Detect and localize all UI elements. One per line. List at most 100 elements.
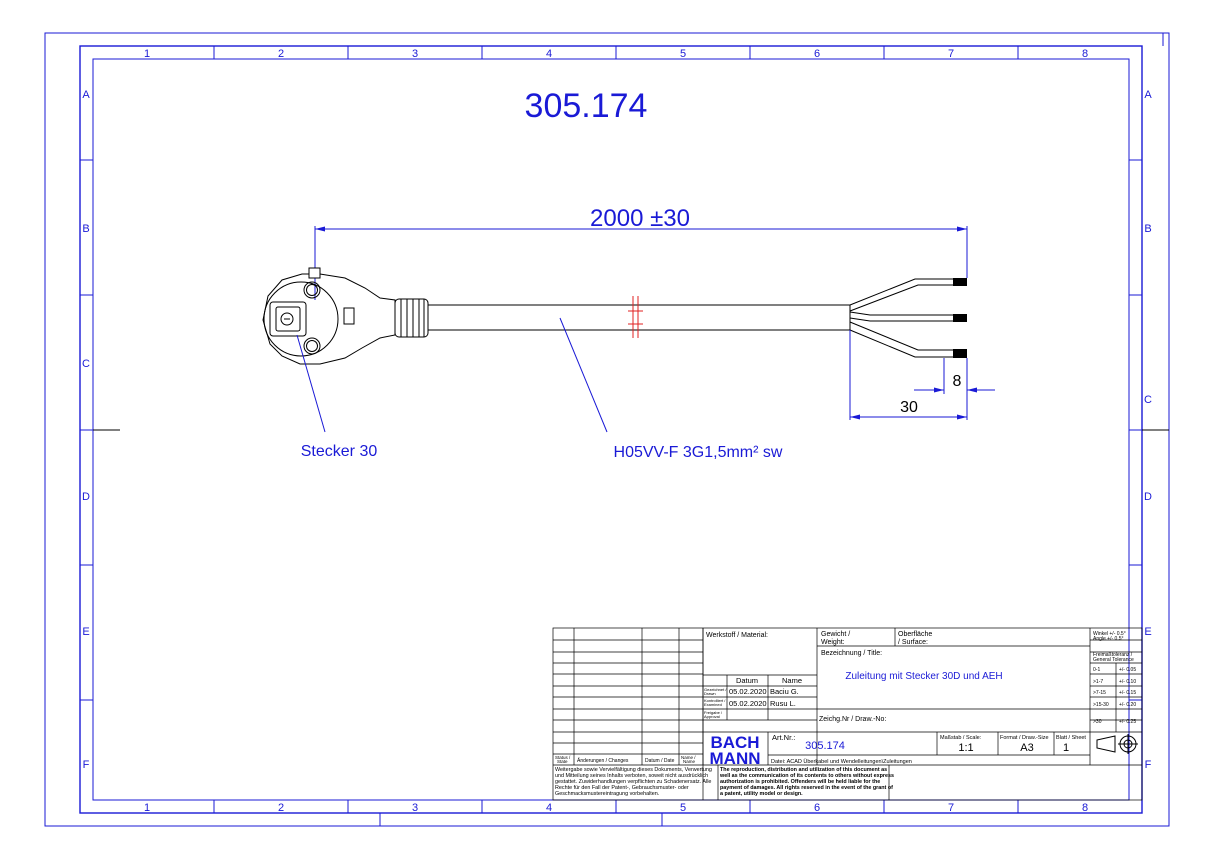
col-label: 2	[278, 802, 284, 814]
name-header: Name	[782, 676, 802, 685]
projection-symbol-icon	[1096, 734, 1138, 754]
status-label-2: State	[557, 759, 568, 764]
tolerance-value: +/- 0.15	[1119, 690, 1136, 696]
strip-length-label: 8	[953, 373, 962, 390]
name-col-label-1: Name /	[681, 755, 696, 760]
row-label: D	[1144, 491, 1152, 503]
row-label: F	[83, 759, 90, 771]
notice-de-line: und Mitteilung seines Inhalts verboten, …	[555, 773, 708, 779]
material-label: Werkstoff / Material:	[706, 632, 768, 639]
col-label: 4	[546, 48, 552, 60]
notice-de-line: Geschmacksmustereintragung vorbehalten.	[555, 791, 659, 797]
row-labels-left: A B C D E F	[82, 89, 90, 771]
split-length-label: 30	[900, 399, 918, 416]
overall-length-dimension: 2000 ±30	[314, 205, 968, 300]
notice-de-line: gestattet. Zuwiderhandlungen verpflichte…	[555, 779, 711, 785]
notice-en-line: well as the communication of its content…	[719, 773, 894, 779]
plug-drawing	[262, 267, 429, 365]
row-label: C	[1144, 394, 1152, 406]
notice-de-line: Weitergabe sowie Vervielfältigung dieses…	[555, 767, 712, 773]
drawing-inner-frame	[92, 58, 1130, 801]
drawing-no-label: Zeichg.Nr / Draw.-No:	[819, 716, 886, 723]
notice-en-line: The reproduction, distribution and utili…	[720, 767, 887, 773]
general-tolerance-2: General Tolerance	[1093, 657, 1134, 663]
name-col-label-2: Name	[683, 759, 696, 764]
weight-label-1: Gewicht /	[821, 631, 850, 638]
drawn-name: Baciu G.	[770, 687, 799, 696]
row-label: B	[82, 223, 89, 235]
col-label: 7	[948, 48, 954, 60]
plug-label: Stecker 30	[301, 443, 378, 460]
row-label: A	[82, 89, 90, 101]
file-label: Datei: ACAD Überkabel und Wendelleitunge…	[771, 758, 912, 765]
art-nr-label: Art.Nr.:	[772, 733, 795, 742]
col-label: 2	[278, 48, 284, 60]
approved-label-1: Freigabe /	[704, 710, 723, 715]
general-tolerance-1: Freimaßtoleranz /	[1093, 652, 1133, 658]
logo-line-2: MANN	[710, 749, 761, 768]
notice-en-line: payment of damages. All rights reserved …	[720, 785, 893, 791]
scale-label: Maßstab / Scale:	[940, 735, 982, 741]
scale-value: 1:1	[958, 742, 973, 754]
cable-break-mark	[628, 296, 643, 338]
col-label: 3	[412, 802, 418, 814]
notice-en-line: authorization is prohibited. Offenders w…	[720, 779, 880, 785]
tolerance-value: +/- 0.20	[1119, 702, 1136, 708]
logo-line-1: BACH	[710, 733, 759, 752]
art-nr-value: 305.174	[805, 740, 845, 752]
title-block-texts: Werkstoff / Material: Gewicht / Weight: …	[555, 631, 1138, 797]
drawing-frame	[79, 45, 1143, 814]
col-label: 5	[680, 802, 686, 814]
angle-tolerance-1: Winkel +/- 0.5°	[1093, 631, 1126, 637]
column-labels-bottom: 1 2 3 4 5 6 7 8	[144, 802, 1088, 814]
col-label: 3	[412, 48, 418, 60]
approved-label-2: Approval	[704, 714, 720, 719]
overall-length-label: 2000 ±30	[590, 205, 690, 232]
row-labels-right: A B C D E F	[1144, 89, 1152, 771]
angle-tolerance-2: Angle +/- 0.5°	[1093, 636, 1124, 642]
surface-label-1: Oberfläche	[898, 631, 932, 638]
col-label: 6	[814, 802, 820, 814]
tolerance-value: +/- 0.10	[1119, 679, 1136, 685]
sheet-outer-border	[44, 32, 1170, 827]
tolerance-range: >30	[1093, 719, 1102, 725]
sheet-label: Blatt / Sheet	[1056, 735, 1086, 741]
tolerance-range: >7-15	[1093, 690, 1106, 696]
tolerance-range: >1-7	[1093, 679, 1103, 685]
col-label: 8	[1082, 48, 1088, 60]
zone-ticks	[80, 33, 1169, 826]
row-label: D	[82, 491, 90, 503]
drawn-date: 05.02.2020	[729, 687, 767, 696]
date-col-label: Datum / Date	[645, 758, 675, 764]
part-number-heading: 305.174	[525, 87, 648, 125]
col-label: 8	[1082, 802, 1088, 814]
stripped-wire-ends	[953, 278, 967, 358]
column-labels-top: 1 2 3 4 5 6 7 8	[144, 48, 1088, 60]
tolerance-value: +/- 0.05	[1119, 667, 1136, 673]
checked-label-1: Kontrolliert /	[704, 698, 726, 703]
col-label: 7	[948, 802, 954, 814]
changes-label: Änderungen / Changes	[577, 757, 629, 764]
date-header: Datum	[736, 676, 758, 685]
col-label: 5	[680, 48, 686, 60]
cable-label: H05VV-F 3G1,5mm² sw	[614, 444, 783, 461]
tolerance-range: 0-1	[1093, 667, 1100, 673]
col-label: 1	[144, 802, 150, 814]
sheet-value: 1	[1063, 742, 1069, 754]
checked-name: Rusu L.	[770, 699, 796, 708]
title-block	[552, 627, 1143, 801]
surface-label-2: / Surface:	[898, 639, 928, 646]
cable-drawing	[428, 278, 955, 358]
weight-label-2: Weight:	[821, 639, 845, 646]
status-label-1: Status /	[555, 755, 571, 760]
strip-length-dimension: 8	[914, 358, 995, 420]
col-label: 6	[814, 48, 820, 60]
cable-leader-line	[559, 317, 608, 433]
col-label: 4	[546, 802, 552, 814]
tolerance-value: +/- 0.25	[1119, 719, 1136, 725]
title-value: Zuleitung mit Stecker 30D und AEH	[845, 671, 1002, 682]
row-label: A	[1144, 89, 1152, 101]
drawn-label-2: Drawn	[704, 691, 716, 696]
col-label: 1	[144, 48, 150, 60]
